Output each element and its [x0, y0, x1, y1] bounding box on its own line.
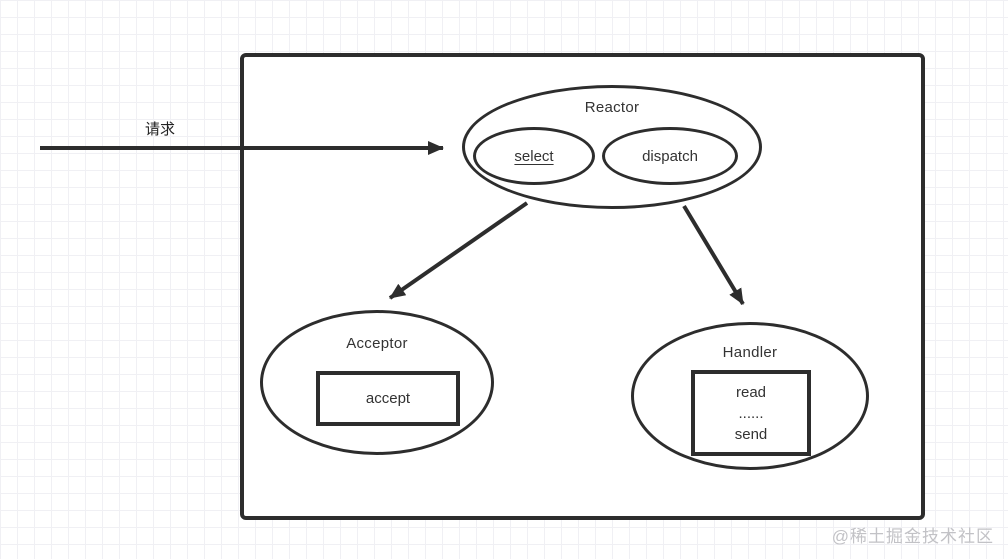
handler-box: read ...... send: [691, 370, 811, 456]
dispatch-ellipse: dispatch: [602, 127, 738, 185]
watermark: @稀土掘金技术社区: [831, 527, 994, 546]
handler-box-line-dots: ......: [738, 404, 764, 422]
handler-ellipse: Handler read ...... send: [631, 322, 869, 470]
accept-label: accept: [365, 390, 411, 407]
arrow-reactor-to-acceptor: [388, 201, 529, 300]
reactor-title: Reactor: [584, 99, 640, 116]
request-label: 请求: [144, 121, 175, 138]
arrow-reactor-to-handler: [682, 204, 745, 306]
handler-title: Handler: [722, 344, 778, 361]
select-label: select: [514, 147, 554, 165]
dispatch-label: dispatch: [642, 147, 698, 165]
acceptor-title: Acceptor: [346, 335, 408, 352]
handler-box-line-send: send: [734, 425, 768, 443]
handler-box-line-read: read: [735, 383, 767, 401]
reactor-ellipse: Reactor select dispatch: [462, 85, 762, 209]
acceptor-ellipse: Acceptor accept: [260, 310, 494, 455]
accept-box: accept: [316, 371, 460, 426]
select-ellipse: select: [473, 127, 595, 185]
